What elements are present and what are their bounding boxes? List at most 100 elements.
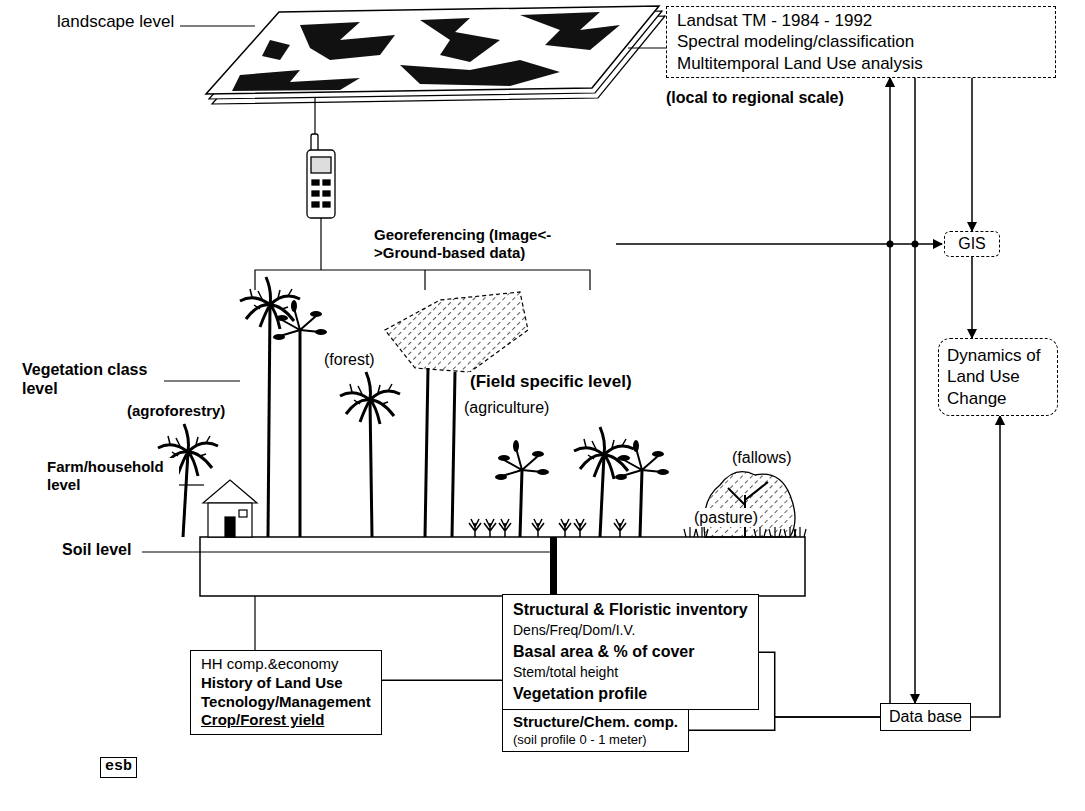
vegetation-scene bbox=[769, 527, 781, 537]
box-text: Tecnology/Management bbox=[201, 693, 371, 712]
box-text: Landsat TM - 1984 - 1992 bbox=[677, 10, 1045, 31]
leader-line bbox=[254, 596, 255, 650]
vegetation-class-label: (forest) bbox=[322, 350, 377, 369]
vegetation-scene bbox=[385, 292, 528, 372]
leader-line bbox=[255, 270, 590, 290]
landscape-map bbox=[400, 60, 560, 86]
box-text: Structure/Chem. comp. bbox=[513, 713, 678, 732]
landscape-map bbox=[232, 70, 360, 91]
vegetation-scene bbox=[600, 455, 604, 537]
leader-line bbox=[314, 97, 315, 134]
level-label: Soil level bbox=[60, 540, 133, 559]
soil-bar bbox=[200, 537, 805, 596]
level-label: Farm/household level bbox=[45, 458, 179, 494]
vegetation-scene bbox=[520, 470, 522, 537]
vegetation-scene bbox=[532, 519, 544, 537]
output-box: Dynamics of Land Use Change bbox=[938, 338, 1058, 416]
gps-receiver bbox=[311, 157, 331, 173]
author-mark: esb bbox=[100, 757, 137, 778]
vegetation-scene bbox=[299, 330, 302, 537]
vegetation-scene bbox=[704, 472, 795, 537]
box-text: esb bbox=[105, 758, 132, 777]
vegetation-class-label: (fallows) bbox=[730, 448, 794, 467]
vegetation-scene bbox=[794, 527, 806, 537]
landscape-map bbox=[262, 40, 290, 60]
box-text: Multitemporal Land Use analysis bbox=[677, 53, 1045, 74]
gis-box: GIS bbox=[944, 231, 1000, 257]
vegetation-scene bbox=[239, 510, 247, 517]
vegetation-scene bbox=[614, 519, 626, 537]
process-label: Georeferencing (Image<->Ground-based dat… bbox=[372, 226, 616, 262]
vegetation-class-label: (agriculture) bbox=[462, 398, 551, 417]
vegetation-scene bbox=[370, 400, 372, 537]
gps-receiver bbox=[323, 180, 330, 185]
vegetation-scene bbox=[425, 368, 428, 537]
vegetation-class-label: (pasture) bbox=[692, 508, 760, 527]
soil-bar bbox=[550, 537, 557, 596]
soil-bar bbox=[200, 537, 805, 596]
vegetation-scene bbox=[203, 480, 257, 503]
vegetation-scene bbox=[208, 503, 252, 537]
leader-line bbox=[160, 380, 240, 381]
vegetation-scene bbox=[574, 427, 634, 479]
box-text: Dynamics of Land Use Change bbox=[947, 345, 1049, 409]
connector-arrow bbox=[971, 257, 973, 338]
vegetation-scene bbox=[640, 470, 642, 537]
vegetation-scene bbox=[183, 452, 188, 537]
connector-arrow bbox=[971, 78, 973, 231]
vegetation-scene bbox=[469, 519, 481, 537]
vegetation-scene bbox=[754, 527, 766, 537]
box-text: Data base bbox=[889, 707, 962, 727]
gps-receiver bbox=[323, 202, 330, 207]
level-label: (Field specific level) bbox=[468, 372, 634, 392]
connector-line bbox=[759, 652, 880, 717]
landscape-map bbox=[232, 12, 620, 91]
landscape-map bbox=[206, 6, 659, 94]
vegetation-scene bbox=[559, 519, 571, 537]
vegetation-scene bbox=[499, 519, 511, 537]
vegetation-scene bbox=[203, 480, 257, 537]
connector-arrow bbox=[889, 78, 891, 703]
gps-receiver bbox=[312, 202, 319, 207]
leader-line bbox=[180, 25, 255, 26]
landscape-map bbox=[420, 18, 500, 62]
vegetation-scene bbox=[495, 440, 549, 480]
vegetation-scene bbox=[268, 305, 270, 537]
connector-arrow bbox=[971, 416, 1000, 717]
gps-receiver bbox=[307, 134, 335, 218]
box-text: GIS bbox=[953, 234, 991, 254]
soil-box: Structure/Chem. comp.(soil profile 0 - 1… bbox=[502, 709, 689, 752]
vegetation-scene bbox=[240, 277, 300, 329]
leader-line bbox=[320, 218, 321, 270]
leader-line bbox=[142, 26, 666, 650]
box-text: Stem/total height bbox=[513, 663, 748, 683]
connector-line bbox=[382, 679, 502, 681]
landscape-map bbox=[206, 6, 665, 104]
vegetation-scene bbox=[696, 527, 708, 537]
database-box: Data base bbox=[880, 703, 971, 731]
scale-note: (local to regional scale) bbox=[664, 88, 846, 107]
box-text: Basal area & % of cover bbox=[513, 641, 748, 663]
vegetation-scene bbox=[273, 300, 327, 340]
box-text: History of Land Use bbox=[201, 674, 371, 693]
landscape-map bbox=[520, 12, 620, 50]
vegetation-scene bbox=[484, 519, 496, 537]
box-text: Spectral modeling/classification bbox=[677, 31, 1045, 52]
vegetation-scene bbox=[158, 277, 806, 537]
vegetation-scene bbox=[574, 519, 586, 537]
vegetation-scene bbox=[684, 527, 696, 537]
vegetation-box: Structural & Floristic inventoryDens/Fre… bbox=[502, 594, 759, 710]
vegetation-scene bbox=[615, 440, 669, 480]
box-text: Structural & Floristic inventory bbox=[513, 599, 748, 621]
box-text: HH comp.&economy bbox=[201, 655, 371, 674]
vegetation-scene bbox=[183, 305, 642, 537]
box-text: Vegetation profile bbox=[513, 683, 748, 705]
data-source-box: Landsat TM - 1984 - 1992Spectral modelin… bbox=[666, 6, 1056, 78]
level-label: Vegetation class level bbox=[20, 360, 164, 398]
level-label: landscape level bbox=[55, 12, 176, 32]
connector-line bbox=[689, 717, 880, 730]
landscape-map bbox=[300, 22, 395, 60]
vegetation-scene bbox=[340, 372, 400, 424]
leader-line bbox=[628, 47, 666, 48]
vegetation-scene bbox=[225, 517, 235, 537]
